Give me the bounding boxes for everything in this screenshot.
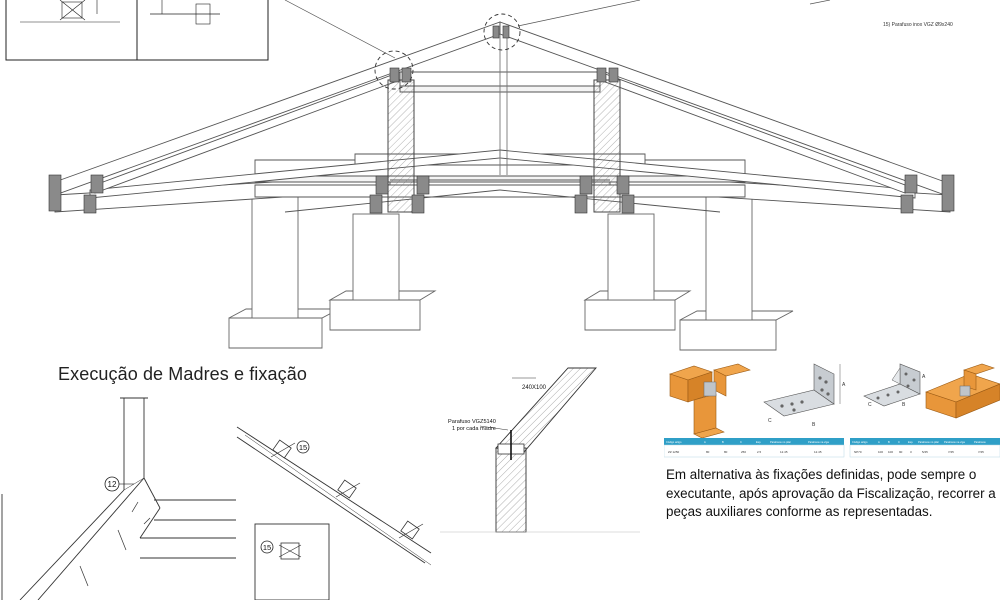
detail-box-top-left: [5, 0, 269, 61]
rafters: [51, 21, 949, 196]
t1-h0: Código artigo: [666, 440, 682, 444]
concrete-pedestals: [228, 195, 794, 351]
t2-h0: Código artigo: [852, 440, 868, 444]
t1-c6: 12.45: [814, 450, 822, 454]
t2-h2: B: [888, 440, 890, 444]
t2-c3: 90: [899, 450, 903, 454]
t1-h4: Esp.: [756, 440, 761, 444]
t2-c6: 7/45: [948, 450, 954, 454]
timber-posts: [387, 79, 621, 213]
purlin-plan-detail: 12: [1, 397, 236, 600]
section-title: Execução de Madres e fixação: [58, 364, 307, 384]
bracket-card-1: A B C: [664, 363, 846, 458]
t2-c0: NP70: [854, 450, 862, 454]
alternative-fixings-note: Em alternativa às fixações definidas, po…: [666, 467, 996, 519]
t1-c3: 250: [741, 450, 746, 454]
roof-structure-diagram: [5, 0, 955, 351]
rafter-purlin-section-detail: 15 15: [236, 426, 432, 600]
dim-B-2: B: [902, 402, 906, 408]
section-size-label: 240X100: [522, 385, 547, 391]
dim-C-1: C: [768, 418, 772, 424]
dim-A-1: A: [842, 382, 846, 388]
t2-h6: Parafusos na viga: [944, 440, 965, 444]
steel-connector-plates: [48, 25, 955, 214]
t1-h5: Parafusos no pilar: [770, 440, 791, 444]
t1-h2: B: [722, 440, 724, 444]
t1-h3: C: [740, 440, 742, 444]
t1-h1: A: [704, 440, 706, 444]
t2-c5: 5/45: [922, 450, 928, 454]
t2-h3: C: [898, 440, 900, 444]
dim-C-2: C: [868, 402, 872, 408]
t2-c7: 7/45: [978, 450, 984, 454]
screw-label-line1: Parafuso VGZ5140: [448, 419, 496, 425]
dim-B-1: B: [812, 422, 816, 428]
screw-label-line2: 1 por cada madre: [452, 426, 496, 432]
t1-c5: 12.45: [780, 450, 788, 454]
bubble-12: 12: [108, 480, 117, 489]
t2-c4: 3: [910, 450, 912, 454]
t2-h4: Esp.: [908, 440, 913, 444]
t2-h5: Parafusos no pilar: [918, 440, 939, 444]
t2-h7: Parafusos: [974, 440, 986, 444]
alternative-brackets-panel: A B C A B C Código artigo A B C Esp. Par…: [664, 363, 1000, 458]
bracket-card-2: A B C: [849, 363, 1000, 458]
dim-A-2: A: [922, 374, 926, 380]
t1-c2: 80: [724, 450, 728, 454]
t1-h6: Parafusos na viga: [808, 440, 829, 444]
bubble-15b: 15: [263, 543, 271, 552]
post-screw-section: 240X100 Parafuso VGZ5140 1 por cada madr…: [440, 367, 640, 533]
t2-c2: 100: [888, 450, 893, 454]
t2-c1: 100: [878, 450, 883, 454]
t1-c4: 2.5: [757, 450, 762, 454]
t2-h1: A: [878, 440, 880, 444]
screw-callout-top-right: 15) Parafuso inox VGZ Ø9x240: [883, 22, 953, 28]
t1-c0: ZZ 1250: [668, 450, 680, 454]
bubble-15a: 15: [299, 443, 307, 452]
t1-c1: 80: [706, 450, 710, 454]
